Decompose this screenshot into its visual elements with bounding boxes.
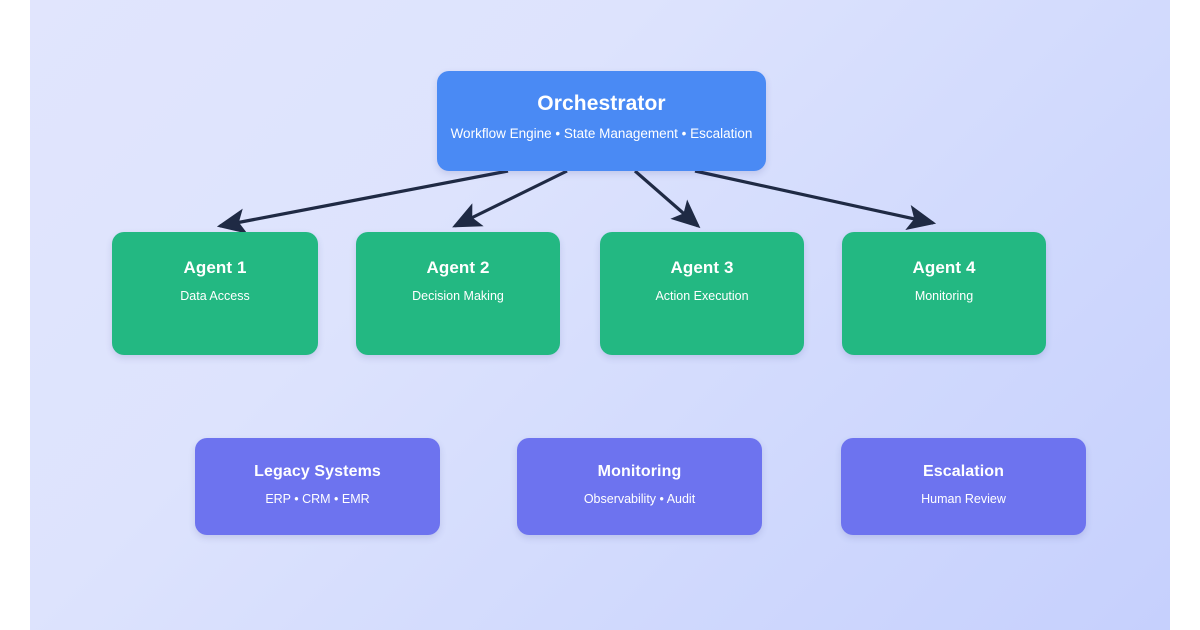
agent-4-subtitle: Monitoring [914, 288, 974, 303]
legacy-systems-title: Legacy Systems [254, 463, 381, 480]
legacy-systems-subtitle: ERP • CRM • EMR [265, 492, 370, 507]
node-legacy-systems[interactable]: Legacy Systems ERP • CRM • EMR [195, 438, 440, 535]
orchestrator-subtitle: Workflow Engine • State Management • Esc… [450, 126, 753, 142]
node-agent-4[interactable]: Agent 4 Monitoring [842, 232, 1046, 355]
agent-4-title: Agent 4 [912, 258, 976, 277]
agent-1-title: Agent 1 [183, 258, 247, 277]
node-escalation[interactable]: Escalation Human Review [841, 438, 1086, 535]
node-agent-3[interactable]: Agent 3 Action Execution [600, 232, 804, 355]
escalation-title: Escalation [922, 463, 1005, 480]
monitoring-subtitle: Observability • Audit [583, 492, 696, 507]
node-orchestrator[interactable]: Orchestrator Workflow Engine • State Man… [437, 71, 766, 171]
agent-1-subtitle: Data Access [180, 288, 250, 303]
connector-orchestrator-to-agent-4 [694, 169, 937, 231]
agent-3-subtitle: Action Execution [655, 288, 749, 303]
agent-2-subtitle: Decision Making [412, 288, 504, 303]
node-agent-1[interactable]: Agent 1 Data Access [112, 232, 318, 355]
node-monitoring[interactable]: Monitoring Observability • Audit [517, 438, 762, 535]
agent-2-title: Agent 2 [426, 258, 490, 277]
orchestrator-title: Orchestrator [537, 92, 666, 115]
escalation-subtitle: Human Review [921, 492, 1006, 507]
connector-orchestrator-to-agent-1 [216, 169, 509, 234]
connector-orchestrator-to-agent-2 [452, 169, 568, 228]
diagram-canvas: Orchestrator Workflow Engine • State Man… [30, 0, 1170, 630]
agent-3-title: Agent 3 [670, 258, 734, 277]
monitoring-title: Monitoring [597, 463, 682, 480]
connector-orchestrator-to-agent-3 [633, 169, 701, 229]
node-agent-2[interactable]: Agent 2 Decision Making [356, 232, 560, 355]
